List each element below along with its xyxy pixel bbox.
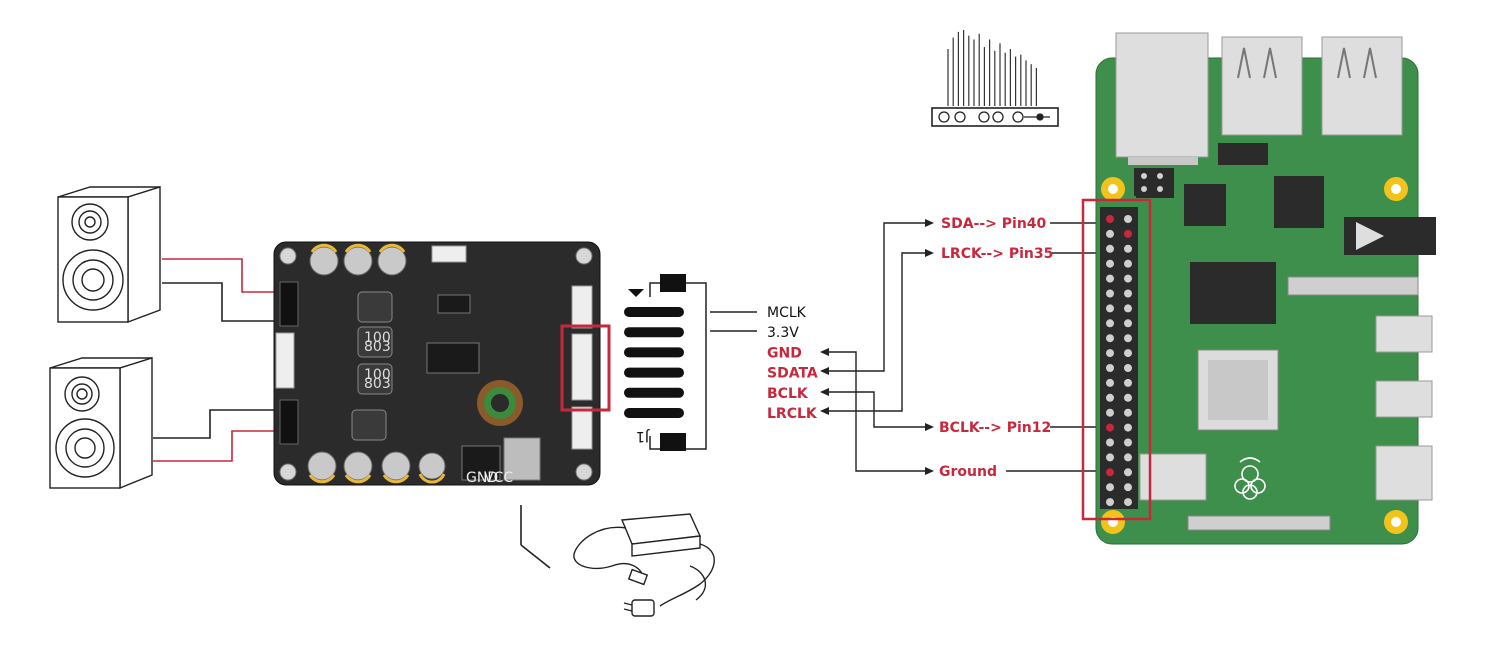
gpio-pin <box>1106 259 1114 268</box>
pin-leaders <box>710 311 757 332</box>
svg-text:803: 803 <box>364 376 391 392</box>
connector-pin <box>624 367 684 378</box>
gpio-pin <box>1106 423 1114 432</box>
gpio-pin <box>1124 304 1132 313</box>
bclk-pin12-label: BCLK--> Pin12 <box>939 420 1051 436</box>
gpio-pin <box>1124 378 1132 387</box>
pin-label-sdata: SDATA <box>767 366 818 382</box>
connector-pin <box>624 347 684 358</box>
ground-label: Ground <box>939 464 997 480</box>
pin-label-33v: 3.3V <box>767 325 799 341</box>
pin-label-mclk: MCLK <box>767 305 807 321</box>
pause-icon <box>938 111 950 123</box>
connector-pin <box>624 387 684 398</box>
volume-icon <box>1012 111 1024 123</box>
speaker-wires <box>153 258 288 462</box>
gpio-pin <box>1124 393 1132 402</box>
gpio-pin <box>1124 289 1132 298</box>
gpio-pin <box>1124 319 1132 328</box>
pin-label-lrclk: LRCLK <box>767 406 818 422</box>
gpio-pin <box>1124 215 1132 223</box>
gpio-pin <box>1124 438 1132 447</box>
gpio-pin <box>1124 259 1132 268</box>
connector-pin <box>624 327 684 338</box>
terminal-gnd-label: GND <box>466 470 498 486</box>
signal-wires <box>822 222 1128 472</box>
gpio-pin <box>1124 229 1132 238</box>
lrck-pin35-label: LRCK--> Pin35 <box>941 246 1053 262</box>
power-adapter <box>573 513 715 617</box>
gpio-pin <box>1106 378 1114 387</box>
pin-label-bclk: BCLK <box>767 386 809 402</box>
gpio-pin <box>1106 229 1114 238</box>
gpio-pin <box>1106 215 1114 223</box>
svg-text:100: 100 <box>364 367 391 383</box>
speaker-bottom <box>49 357 153 490</box>
gpio-pin <box>1124 483 1132 492</box>
gpio-pin <box>1124 423 1132 432</box>
gpio-pin <box>1106 304 1114 313</box>
raspberry-logo-icon <box>1234 457 1266 500</box>
gpio-pin <box>1106 453 1114 462</box>
gpio-pin <box>1106 364 1114 372</box>
gpio-pin <box>1124 349 1132 358</box>
audio-player-icon <box>931 30 1059 127</box>
gpio-pin <box>1124 364 1132 372</box>
gpio-pin <box>1124 334 1132 343</box>
gpio-pin <box>1106 349 1114 358</box>
gpio-pin <box>1106 438 1114 447</box>
i2s-header-highlight <box>560 324 611 412</box>
gpio-pin <box>1124 244 1132 253</box>
svg-text:803: 803 <box>364 339 391 355</box>
arrowheads <box>820 219 934 475</box>
j1-connector: J1 J1 <box>624 274 707 451</box>
gpio-highlight <box>1081 198 1152 521</box>
gpio-pin <box>1106 483 1114 492</box>
gpio-pin <box>1124 498 1132 507</box>
gpio-pin <box>1124 468 1132 477</box>
terminal-vcc-label: VCC <box>484 470 513 486</box>
gpio-pin <box>1106 334 1114 343</box>
gpio-pin <box>1106 244 1114 253</box>
stop-icon <box>954 111 966 123</box>
svg-text:100: 100 <box>364 330 391 346</box>
connector-pin <box>624 408 684 418</box>
speaker-top <box>57 186 161 324</box>
gpio-pin <box>1124 453 1132 462</box>
gpio-pin <box>1106 408 1114 417</box>
gpio-pin <box>1124 408 1132 417</box>
gpio-pin <box>1106 498 1114 507</box>
pin-label-gnd: GND <box>767 345 802 361</box>
gpio-pin <box>1106 468 1114 477</box>
next-icon <box>992 111 1004 123</box>
previous-icon <box>978 111 990 123</box>
gpio-pin <box>1124 274 1132 283</box>
gpio-pin <box>1106 289 1114 298</box>
gpio-pin <box>1106 393 1114 402</box>
j1-marker-bottom: J1 <box>636 428 650 444</box>
sda-pin40-label: SDA--> Pin40 <box>941 216 1047 232</box>
gpio-pin <box>1106 319 1114 328</box>
raspberry-pi-board <box>1081 32 1436 545</box>
connector-pin <box>624 307 684 317</box>
gpio-pin <box>1106 274 1114 283</box>
